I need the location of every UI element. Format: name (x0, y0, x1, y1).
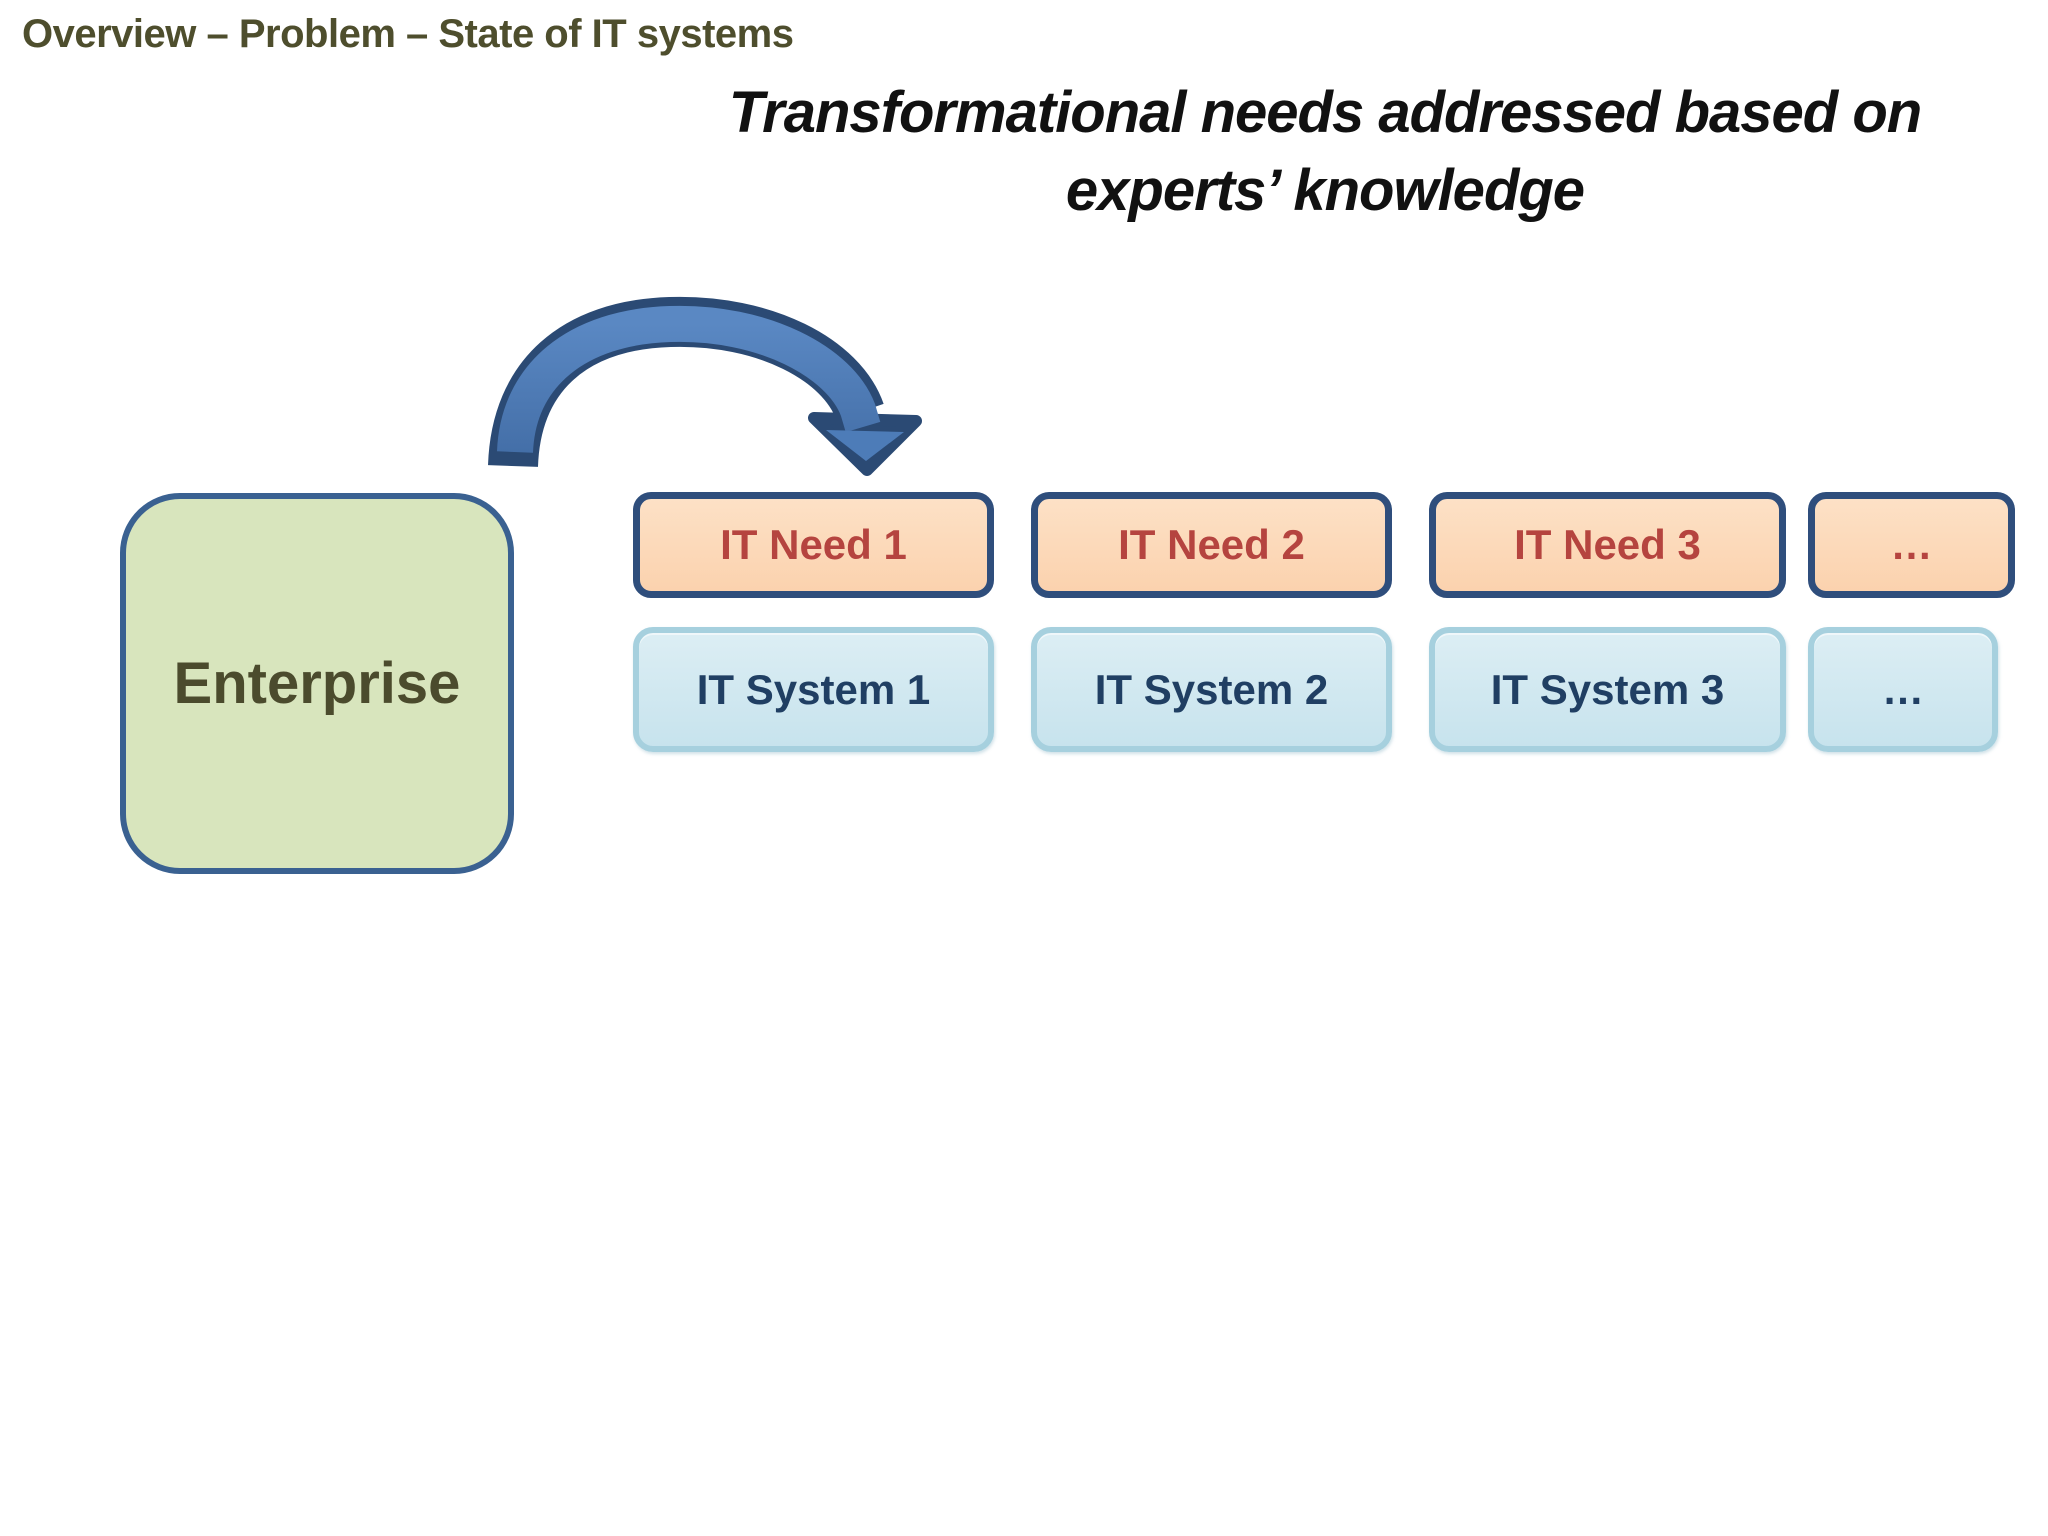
it-need-2-box: IT Need 2 (1031, 492, 1392, 598)
it-need-3-label: IT Need 3 (1514, 521, 1701, 568)
it-need-1-label: IT Need 1 (720, 521, 907, 568)
slide-breadcrumb-title: Overview – Problem – State of IT systems (22, 12, 794, 56)
it-need-3-box: IT Need 3 (1429, 492, 1786, 598)
it-system-1-box: IT System 1 (633, 627, 994, 752)
it-system-2-label: IT System 2 (1094, 665, 1329, 713)
enterprise-label: Enterprise (173, 651, 461, 716)
heading-line-1: Transformational needs addressed based o… (728, 80, 1922, 145)
curved-arrow-icon (488, 296, 922, 476)
it-system-more-label: … (1882, 665, 1924, 713)
it-system-3-label: IT System 3 (1490, 665, 1725, 713)
enterprise-box: Enterprise (120, 493, 514, 874)
heading-line-2: experts’ knowledge (1065, 158, 1585, 223)
it-need-more-label: … (1890, 521, 1933, 568)
it-system-2-box: IT System 2 (1031, 627, 1392, 752)
it-need-more-box: … (1808, 492, 2015, 598)
it-system-3-box: IT System 3 (1429, 627, 1786, 752)
slide-heading: Transformational needs addressed based o… (660, 74, 1990, 230)
it-need-1-box: IT Need 1 (633, 492, 994, 598)
it-need-2-label: IT Need 2 (1118, 521, 1305, 568)
it-system-1-label: IT System 1 (696, 665, 931, 713)
it-system-more-box: … (1808, 627, 1998, 752)
